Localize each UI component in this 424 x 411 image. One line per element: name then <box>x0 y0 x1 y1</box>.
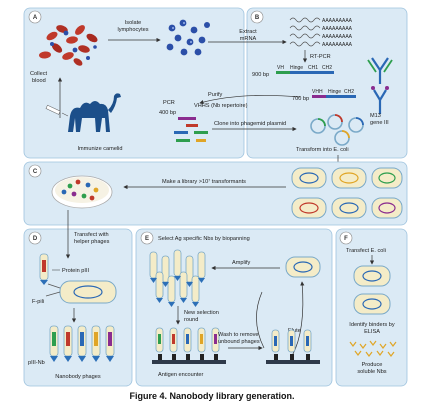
camel-icon <box>68 93 121 132</box>
ch1-segment <box>306 71 320 74</box>
gene3-label: gene III <box>370 120 389 126</box>
syringe-icon <box>45 104 69 117</box>
immunize-label: Immunize camelid <box>77 146 122 152</box>
phage-cluster <box>149 249 206 307</box>
clone-label: Clone into phagemid plasmid <box>214 121 286 127</box>
panel-b: B Extract mRNA AAAAAAAAA AAAAAAAAA AAAAA… <box>159 7 408 167</box>
transfect-helper-2: helper phages <box>74 239 110 245</box>
poly-a-3: AAAAAAAAA <box>322 34 353 40</box>
hinge-label-1: Hinge <box>290 65 303 71</box>
bacterium-icon <box>285 256 321 278</box>
red-blood-cell-icon <box>39 25 98 66</box>
heavy-chain-antibody-icon <box>371 86 389 114</box>
wash-label-2: unbound phages <box>218 339 260 345</box>
ch2-segment <box>320 71 334 74</box>
produce-label-2: soluble Nbs <box>357 369 386 375</box>
mrna-label: mRNA <box>240 36 257 42</box>
purify-label: Purify <box>208 92 223 98</box>
antigen-icon <box>158 354 310 360</box>
library-label: Make a library >10⁷ transformants <box>162 178 246 185</box>
panel-f: F Transfect E. coli Identify binders by … <box>335 228 408 387</box>
panel-b-label: B <box>255 15 260 21</box>
amplify-label: Amplify <box>232 260 251 266</box>
panel-b-badge <box>250 10 264 24</box>
new-selection-1: New selection <box>184 310 219 316</box>
ch2-label-2: CH2 <box>344 89 354 95</box>
panel-e-badge <box>140 231 154 245</box>
vh-label: VH <box>277 65 284 71</box>
panel-c-label: C <box>33 169 38 175</box>
bacteria-f <box>353 265 391 315</box>
bp900-label: 900 bp <box>252 72 269 78</box>
ch2-label-1: CH2 <box>322 65 332 71</box>
rt-pcr-label: RT-PCR <box>310 54 331 60</box>
plasmid-icon <box>310 114 364 146</box>
bound-phages <box>155 327 312 353</box>
poly-a-2: AAAAAAAAA <box>322 26 353 32</box>
figure-caption: Figure 4. Nanobody library generation. <box>129 391 295 401</box>
m13-label: M13 <box>370 113 381 119</box>
panel-a-label: A <box>33 15 38 21</box>
panel-a: A Isolate lympho <box>23 7 245 159</box>
hinge-segment <box>290 71 306 74</box>
nanobody-phage-row <box>49 325 115 362</box>
vhh-segment <box>312 95 326 98</box>
transfect-ecoli-label: Transfect E. coli <box>346 248 386 254</box>
panel-d: D Transfect with helper phages Protein p… <box>23 210 133 387</box>
f-pili-label: F-pili <box>32 299 44 305</box>
identify-label-2: ELISA <box>364 329 380 335</box>
antigen-encounter-label: Antigen encounter <box>158 372 204 378</box>
produce-label-1: Produce <box>362 362 383 368</box>
panel-f-label: F <box>344 236 348 242</box>
blood-label: blood <box>32 78 46 84</box>
antigen-surface <box>152 360 320 364</box>
hinge-segment-2 <box>326 95 342 98</box>
piii-nb-label: pIII-Nb <box>28 360 45 366</box>
bacteria-icon <box>291 167 403 219</box>
isolate-label: Isolate <box>125 20 141 26</box>
soluble-nanobody-icons <box>349 340 397 357</box>
select-label: Select Ag specific Nbs by biopanning <box>158 236 250 242</box>
lymphocytes-label: lymphocytes <box>117 27 148 33</box>
phage-icon <box>39 253 49 285</box>
poly-a-1: AAAAAAAAA <box>322 18 353 24</box>
collect-label: Collect <box>30 71 48 77</box>
transform-label: Transform into E. coli <box>296 147 349 153</box>
wash-label-1: Wash to remove <box>218 332 259 338</box>
panel-d-label: D <box>33 236 38 242</box>
protein-piii-label: Protein pIII <box>62 268 89 274</box>
nanobody-phages-label: Nanobody phages <box>55 374 101 380</box>
panel-e-label: E <box>145 236 149 242</box>
ch2-segment-2 <box>342 95 356 98</box>
panel-f-badge <box>339 231 353 245</box>
petri-dish-icon <box>51 175 113 209</box>
pcr-label: PCR <box>163 100 175 106</box>
lymphocyte-icon <box>166 19 210 56</box>
extract-label: Extract <box>239 29 257 35</box>
vhh-repertoire-bars <box>174 117 208 142</box>
antibody-icon <box>367 57 393 84</box>
panel-d-badge <box>28 231 42 245</box>
bp700-label: 700 bp <box>292 96 309 102</box>
poly-a-4: AAAAAAAAA <box>322 42 353 48</box>
vhh-label: VHH <box>312 89 323 95</box>
panel-e: E Select Ag specific Nbs by biopanning <box>135 228 333 387</box>
bp400-label: 400 bp <box>159 110 176 116</box>
identify-label-1: Identify binders by <box>349 322 395 328</box>
vhhs-label: VHHS (Nb repertoire) <box>194 103 248 109</box>
panel-a-badge <box>28 10 42 24</box>
ch1-label: CH1 <box>308 65 318 71</box>
red-blood-cells <box>39 25 98 66</box>
new-selection-2: round <box>184 317 198 323</box>
transfect-helper-1: Transfect with <box>74 232 109 238</box>
hinge-label-2: Hinge <box>328 89 341 95</box>
panel-c-badge <box>28 164 42 178</box>
panel-c: C Make a library >10⁷ transformants <box>23 161 408 226</box>
bacterium-with-pili-icon <box>45 280 117 304</box>
mrna-strands: AAAAAAAAA AAAAAAAAA AAAAAAAAA AAAAAAAAA <box>289 17 353 48</box>
vh-segment <box>276 71 290 74</box>
